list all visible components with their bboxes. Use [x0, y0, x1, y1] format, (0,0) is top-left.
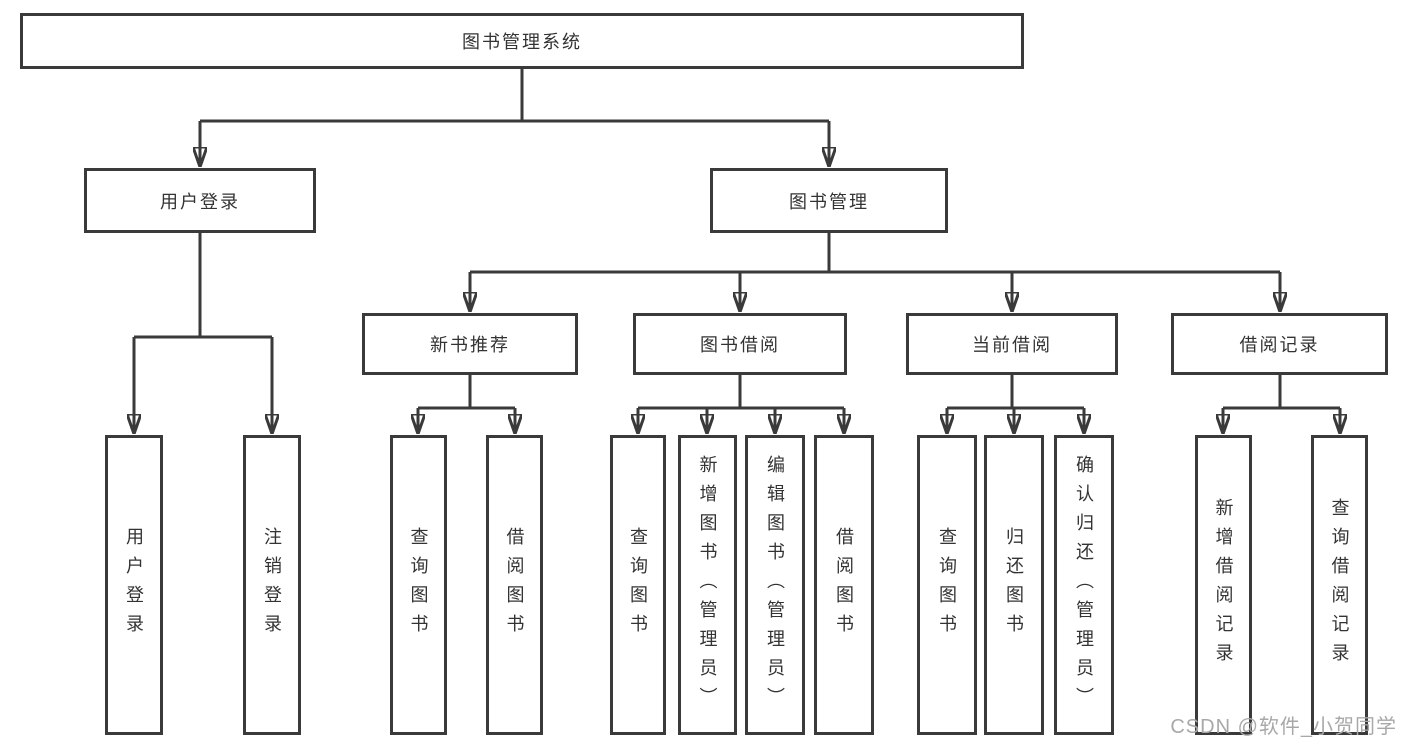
leaf-query-borrow-record: 查询借阅记录: [1311, 435, 1368, 735]
leaf-borrow-query-books: 查询图书: [610, 435, 666, 735]
node-borrow-records-label: 借阅记录: [1239, 335, 1320, 355]
leaf-current-query-books-label: 查询图书: [937, 527, 957, 643]
leaf-newrec-borrow-books-label: 借阅图书: [504, 527, 525, 643]
node-user-login-branch: 用户登录: [84, 168, 316, 233]
watermark: CSDN @软件_小贺同学: [1170, 716, 1397, 738]
leaf-return-books: 归还图书: [984, 435, 1044, 735]
leaf-add-borrow-record-label: 新增借阅记录: [1213, 498, 1234, 672]
node-book-borrow-label: 图书借阅: [700, 335, 780, 355]
node-current-borrow: 当前借阅: [906, 313, 1118, 375]
leaf-current-query-books: 查询图书: [917, 435, 977, 735]
leaf-query-borrow-record-label: 查询借阅记录: [1329, 498, 1350, 672]
node-borrow-records: 借阅记录: [1171, 313, 1388, 375]
leaf-logout-label: 注销登录: [262, 527, 282, 643]
leaf-newrec-query-books-label: 查询图书: [408, 527, 429, 643]
leaf-edit-books-admin-label: 编辑图书（管理员）: [765, 454, 785, 716]
node-root-system: 图书管理系统: [20, 13, 1024, 69]
node-root-system-label: 图书管理系统: [462, 32, 582, 52]
leaf-add-books-admin-label: 新增图书（管理员）: [697, 454, 718, 716]
node-book-borrow: 图书借阅: [633, 313, 847, 375]
node-book-management: 图书管理: [710, 168, 948, 233]
node-new-book-recommend-label: 新书推荐: [430, 335, 510, 355]
leaf-add-books-admin: 新增图书（管理员）: [678, 435, 737, 735]
node-user-login-branch-label: 用户登录: [160, 191, 240, 212]
leaf-newrec-borrow-books: 借阅图书: [486, 435, 543, 735]
leaf-borrow-query-books-label: 查询图书: [628, 527, 648, 643]
leaf-user-login-label: 用户登录: [124, 527, 144, 643]
leaf-logout: 注销登录: [243, 435, 301, 735]
leaf-user-login: 用户登录: [105, 435, 163, 735]
leaf-add-borrow-record: 新增借阅记录: [1195, 435, 1252, 735]
leaf-edit-books-admin: 编辑图书（管理员）: [745, 435, 805, 735]
node-new-book-recommend: 新书推荐: [362, 313, 578, 375]
leaf-newrec-query-books: 查询图书: [390, 435, 447, 735]
node-current-borrow-label: 当前借阅: [972, 335, 1052, 355]
leaf-borrow-books: 借阅图书: [814, 435, 874, 735]
leaf-return-books-label: 归还图书: [1004, 527, 1024, 643]
leaf-confirm-return-admin: 确认归还（管理员）: [1054, 435, 1114, 735]
leaf-borrow-books-label: 借阅图书: [834, 527, 854, 643]
node-book-management-label: 图书管理: [789, 191, 869, 212]
leaf-confirm-return-admin-label: 确认归还（管理员）: [1074, 454, 1094, 716]
